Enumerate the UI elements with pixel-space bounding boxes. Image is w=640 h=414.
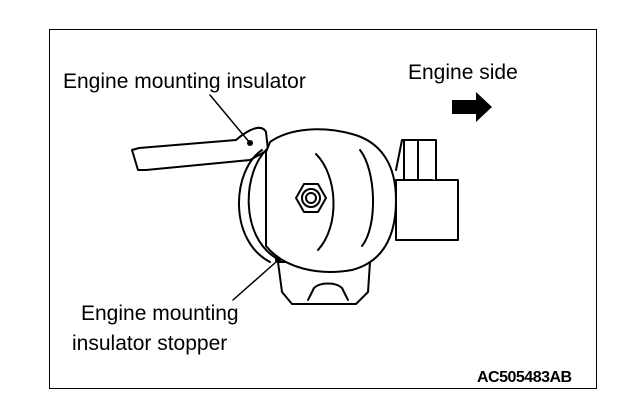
engine-side-label: Engine side [408, 61, 518, 84]
insulator-arc [238, 149, 271, 263]
engine-side-arrow [452, 92, 492, 122]
stopper-slot [307, 282, 349, 301]
figure-code: AC505483AB [477, 369, 572, 386]
bolt-ring [301, 188, 321, 208]
insulator-label: Engine mounting insulator [63, 70, 306, 93]
stopper-leader [232, 261, 277, 301]
insulator-arm [131, 126, 269, 171]
stopper-label-line2: insulator stopper [72, 332, 228, 355]
connector-block [395, 179, 459, 241]
insulator-leader [209, 94, 251, 144]
stopper-label-line1: Engine mounting [81, 302, 239, 325]
main-housing [265, 128, 397, 273]
bolt-head [295, 183, 327, 213]
